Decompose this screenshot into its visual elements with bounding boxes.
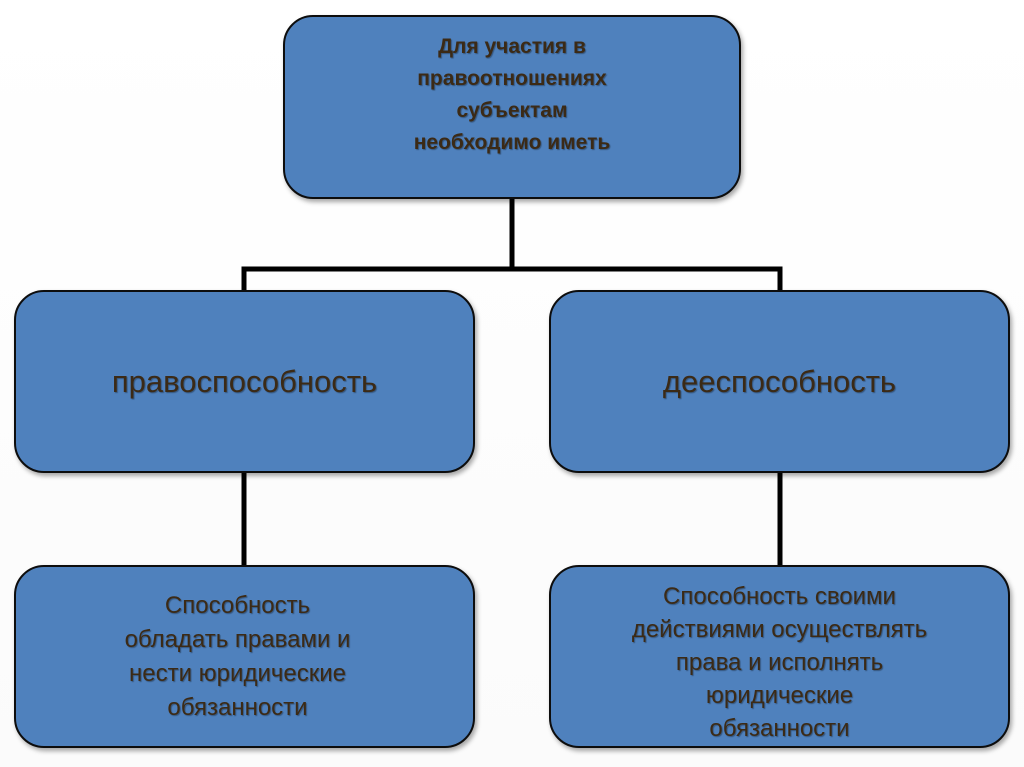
node-active-capacity-text: дееспособность xyxy=(662,363,897,399)
node-active-capacity-detail: Способность своими действиями осуществля… xyxy=(549,565,1010,748)
node-top-text: Для участия в правоотношениях субъектам … xyxy=(413,35,611,154)
node-active-capacity: дееспособность xyxy=(549,290,1010,473)
node-legal-capacity-detail-text: Способность обладать правами и нести юри… xyxy=(124,591,351,721)
node-legal-capacity-text: правоспособность xyxy=(111,363,378,399)
node-top: Для участия в правоотношениях субъектам … xyxy=(283,15,741,199)
node-active-capacity-detail-text: Способность своими действиями осуществля… xyxy=(631,583,928,742)
node-legal-capacity: правоспособность xyxy=(14,290,475,473)
node-legal-capacity-detail: Способность обладать правами и нести юри… xyxy=(14,565,475,748)
